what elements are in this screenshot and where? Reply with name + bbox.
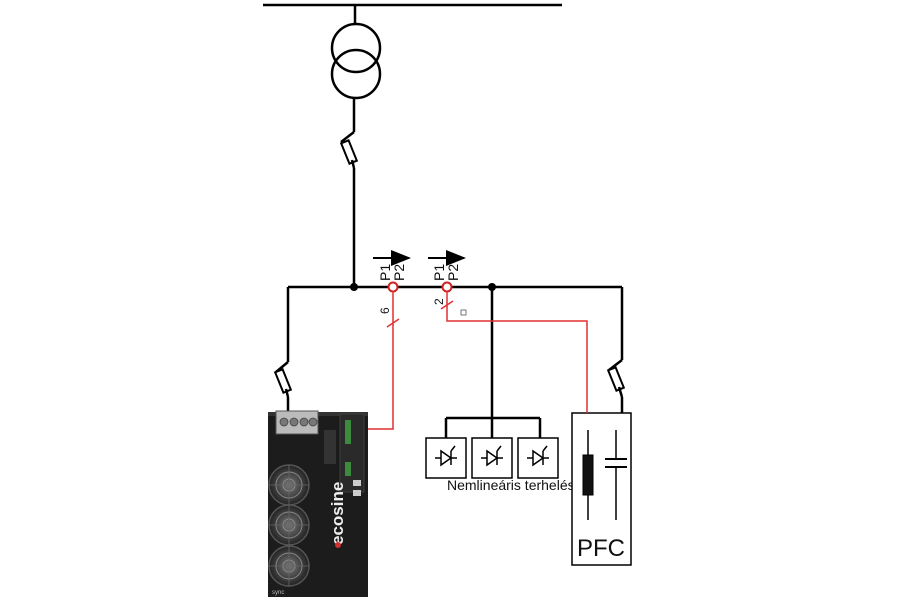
nonlinear-load-3 (517, 437, 559, 479)
filter-fuse-switch (273, 361, 293, 398)
ct2-p2-label: P2 (445, 264, 461, 281)
main-fuse-switch (339, 131, 359, 169)
ct1-wire-tick (386, 318, 400, 328)
device-footer-label: sync (272, 590, 284, 596)
cooling-fan (268, 464, 310, 506)
ct2-p1-label: P1 (431, 264, 447, 281)
ct1-wire-count: 6 (378, 307, 392, 314)
pfc-unit: PFC (571, 412, 632, 566)
pfc-label: PFC (577, 535, 625, 562)
nonlinear-load-2 (471, 437, 513, 479)
transformer-symbol (330, 22, 382, 100)
cooling-fan (268, 504, 310, 546)
device-brand-label: ecosine (328, 482, 347, 545)
brand-dot (335, 542, 341, 548)
ct1-p2-label: P2 (391, 264, 407, 281)
control-board (339, 413, 365, 493)
pfc-fuse-switch (606, 359, 626, 398)
ecosine-filter-device: ecosine sync (268, 410, 368, 597)
nonlinear-load-label: Nemlineáris terhelés (447, 477, 575, 493)
cooling-fan (268, 545, 310, 587)
junction-marker (460, 309, 467, 316)
ct2-wire-count: 2 (432, 298, 446, 305)
ct2-wire-tick (440, 300, 454, 310)
junction-node (350, 283, 358, 291)
current-transformer-2 (441, 281, 453, 293)
current-transformer-1 (387, 281, 399, 293)
ct1-p1-label: P1 (377, 264, 393, 281)
nonlinear-load-1 (425, 437, 467, 479)
